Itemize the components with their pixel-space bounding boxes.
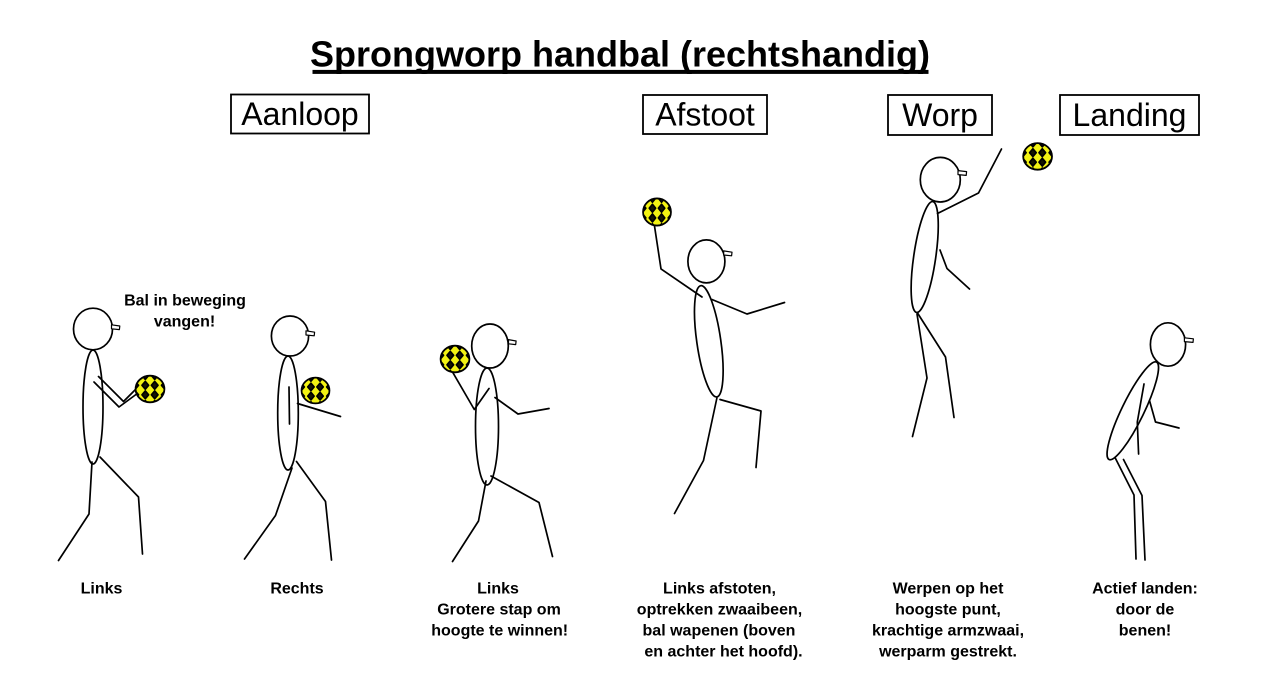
svg-text:krachtige armzwaai,: krachtige armzwaai, xyxy=(872,623,1024,640)
svg-text:Bal in beweging: Bal in beweging xyxy=(124,293,246,310)
svg-text:Werpen op het: Werpen op het xyxy=(893,581,1004,598)
svg-text:werparm gestrekt.: werparm gestrekt. xyxy=(878,644,1017,661)
svg-text:Rechts: Rechts xyxy=(270,581,323,598)
svg-text:hoogste punt,: hoogste punt, xyxy=(895,602,1001,619)
svg-text:Actief landen:: Actief landen: xyxy=(1092,581,1198,598)
svg-text:optrekken zwaaibeen,: optrekken zwaaibeen, xyxy=(637,602,802,619)
svg-text:hoogte te winnen!: hoogte te winnen! xyxy=(431,623,568,640)
svg-text:benen!: benen! xyxy=(1119,623,1171,640)
svg-text:Links: Links xyxy=(81,581,123,598)
svg-text:door de: door de xyxy=(1116,602,1175,619)
svg-text:Links: Links xyxy=(477,581,519,598)
svg-text:Sprongworp handbal (rechtshand: Sprongworp handbal (rechtshandig) xyxy=(310,34,930,75)
svg-text:Links afstoten,: Links afstoten, xyxy=(663,581,776,598)
svg-text:Worp: Worp xyxy=(902,97,978,133)
svg-text:Landing: Landing xyxy=(1073,97,1187,133)
svg-text:vangen!: vangen! xyxy=(154,313,215,330)
svg-text:Grotere stap om: Grotere stap om xyxy=(437,602,561,619)
svg-text:Aanloop: Aanloop xyxy=(241,96,358,132)
svg-text:Afstoot: Afstoot xyxy=(655,96,755,132)
svg-text:bal wapenen (boven: bal wapenen (boven xyxy=(643,623,796,640)
svg-text:en achter het hoofd).: en achter het hoofd). xyxy=(644,644,802,661)
